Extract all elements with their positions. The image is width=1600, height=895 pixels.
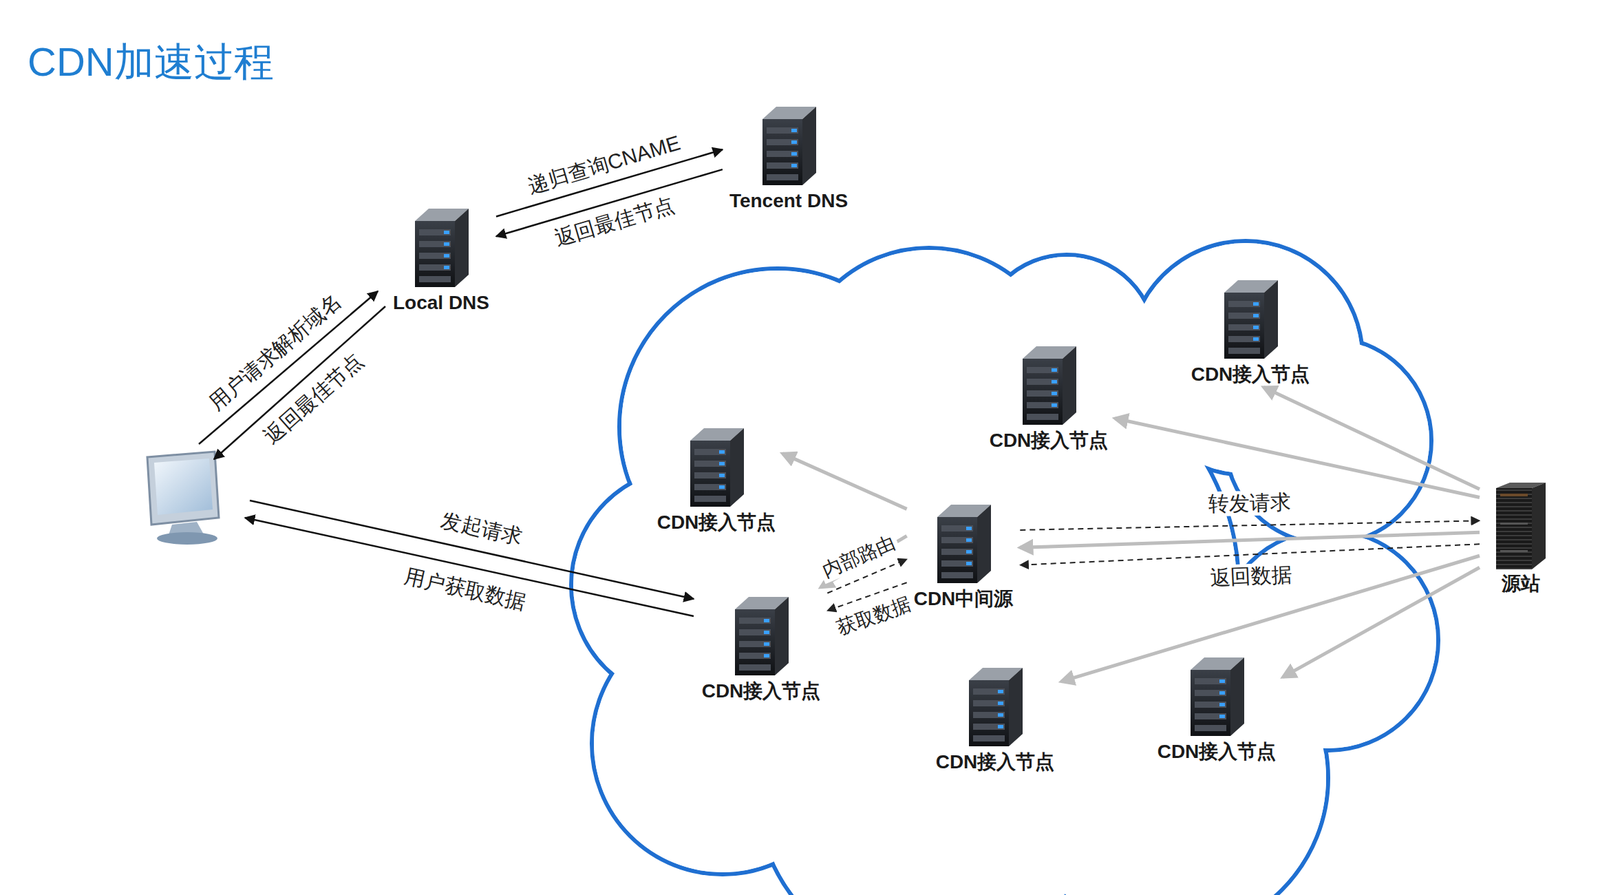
origin-server: 源站 [1479,479,1563,597]
node-label: CDN接入节点 [657,510,777,535]
distribution-arrow [1282,567,1480,677]
edge-label: 内部路由 [816,529,902,584]
title: CDN加速过程 [27,39,274,84]
distribution-arrow [1061,555,1480,682]
edge-label: 获取数据 [831,591,917,641]
node-label: CDN接入节点 [989,428,1109,453]
node-label: CDN接入节点 [1191,362,1311,387]
cdn-cloud [571,240,1439,895]
server-icon [929,496,998,586]
distribution-arrow [1114,418,1480,498]
user-monitor [147,451,219,545]
node-label: CDN接入节点 [1157,739,1277,764]
distribution-arrow [782,453,907,509]
edge-label: 返回最佳节点 [549,191,680,252]
server-icon [960,659,1030,749]
server-node: CDN接入节点 [650,418,784,536]
server-node: CDN中间源 [907,494,1021,612]
edge-label: 返回数据 [1206,562,1296,592]
server-icon [1014,337,1084,428]
server-node: CDN接入节点 [982,336,1116,454]
request-arrow [1019,520,1480,530]
flow-label: 发起请求 [436,507,528,551]
server-node: CDN接入节点 [929,657,1062,775]
node-label: CDN接入节点 [935,750,1055,774]
server-node: Local DNS [386,198,497,316]
node-label: CDN中间源 [913,587,1014,611]
edge-label: 转发请求 [1204,489,1294,517]
edge-label: 递归查询CNAME [522,129,686,199]
server-icon [754,98,824,188]
node-label: Local DNS [392,291,490,315]
flow-label: 用户获取数据 [399,562,531,616]
distribution-arrow [1019,531,1480,548]
server-icon [681,419,751,510]
node-label: Tencent DNS [729,189,848,213]
node-label: CDN接入节点 [701,679,821,703]
request-arrow [1019,543,1480,565]
server-icon [406,200,476,290]
server-node: CDN接入节点 [1184,270,1318,388]
server-node: Tencent DNS [722,97,855,215]
server-node: CDN接入节点 [1150,647,1284,765]
server-icon [1216,271,1285,362]
server-icon [1182,648,1252,739]
distribution-arrow [1263,387,1480,490]
server-icon [726,588,796,678]
node-label: 源站 [1501,571,1541,596]
server-icon [1486,481,1556,571]
server-node: CDN接入节点 [695,587,828,704]
